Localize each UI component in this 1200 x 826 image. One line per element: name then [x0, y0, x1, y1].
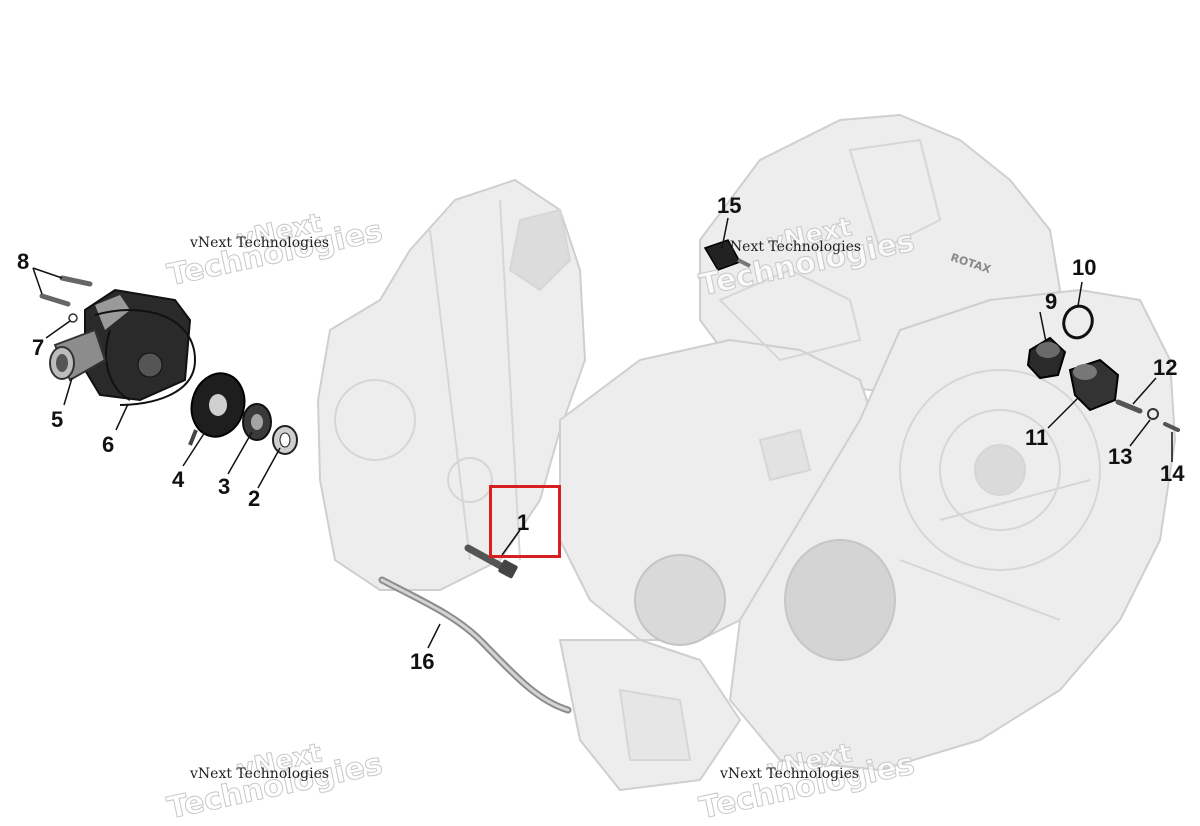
leader-1 — [501, 529, 521, 556]
callout-16[interactable]: 16 — [410, 649, 435, 674]
leader-13 — [1129, 419, 1151, 447]
leader-4 — [182, 431, 206, 467]
part-9-thermostat — [1026, 336, 1067, 380]
callout-11[interactable]: 11 — [1025, 425, 1049, 450]
part-15-sensor — [703, 239, 751, 271]
callout-8[interactable]: 8 — [17, 249, 30, 274]
leader-15 — [721, 217, 729, 249]
watermark-2: vNext Technologies — [722, 239, 862, 255]
part-10-o-ring — [1062, 304, 1094, 340]
leader-8a — [32, 267, 63, 279]
callout-14[interactable]: 14 — [1160, 461, 1185, 486]
leader-6 — [115, 403, 129, 431]
leader-11 — [1047, 397, 1079, 429]
callout-13[interactable]: 13 — [1108, 444, 1133, 469]
callout-10[interactable]: 10 — [1072, 255, 1097, 280]
callout-4[interactable]: 4 — [172, 467, 185, 492]
callout-5[interactable]: 5 — [51, 407, 64, 432]
part-4-impeller — [188, 372, 246, 446]
part-2-washer — [272, 425, 298, 455]
leader-8b — [32, 267, 43, 295]
leader-lines — [32, 217, 1173, 649]
part-8-bolts — [39, 275, 93, 307]
part-13-washer — [1147, 408, 1159, 420]
leader-3 — [227, 431, 253, 475]
part-14-bolt — [1163, 422, 1180, 432]
watermark-3: vNext Technologies — [190, 766, 330, 782]
leader-16 — [427, 623, 441, 649]
callout-6[interactable]: 6 — [102, 432, 115, 457]
part-5-inlet-fitting — [49, 328, 107, 382]
callout-7[interactable]: 7 — [32, 335, 45, 360]
engine-ghost-details — [334, 138, 1101, 761]
part-16-tube — [378, 576, 572, 714]
part-3-seal — [242, 403, 272, 441]
part-1-bolt — [464, 544, 518, 579]
part-7-washer — [68, 313, 78, 323]
watermark-1: vNext Technologies — [190, 235, 330, 251]
leader-9 — [1039, 311, 1047, 343]
callout-1[interactable]: 1 — [517, 510, 530, 535]
leader-12 — [1132, 377, 1157, 405]
part-6-pump-cover — [84, 288, 197, 406]
leader-10 — [1077, 281, 1083, 307]
watermark-4: vNext Technologies — [720, 766, 860, 782]
callout-12[interactable]: 12 — [1153, 355, 1178, 380]
callout-3[interactable]: 3 — [218, 474, 231, 499]
callout-9[interactable]: 9 — [1045, 289, 1058, 314]
engine-ghost-outline — [317, 114, 1176, 791]
part-12-bolt — [1115, 399, 1143, 414]
callout-15[interactable]: 15 — [717, 193, 742, 218]
leader-5 — [63, 377, 73, 406]
leader-2 — [257, 447, 281, 489]
callout-2[interactable]: 2 — [248, 486, 261, 511]
leader-7 — [45, 320, 71, 339]
selected-part-highlight — [489, 485, 561, 558]
part-11-housing — [1068, 358, 1120, 412]
